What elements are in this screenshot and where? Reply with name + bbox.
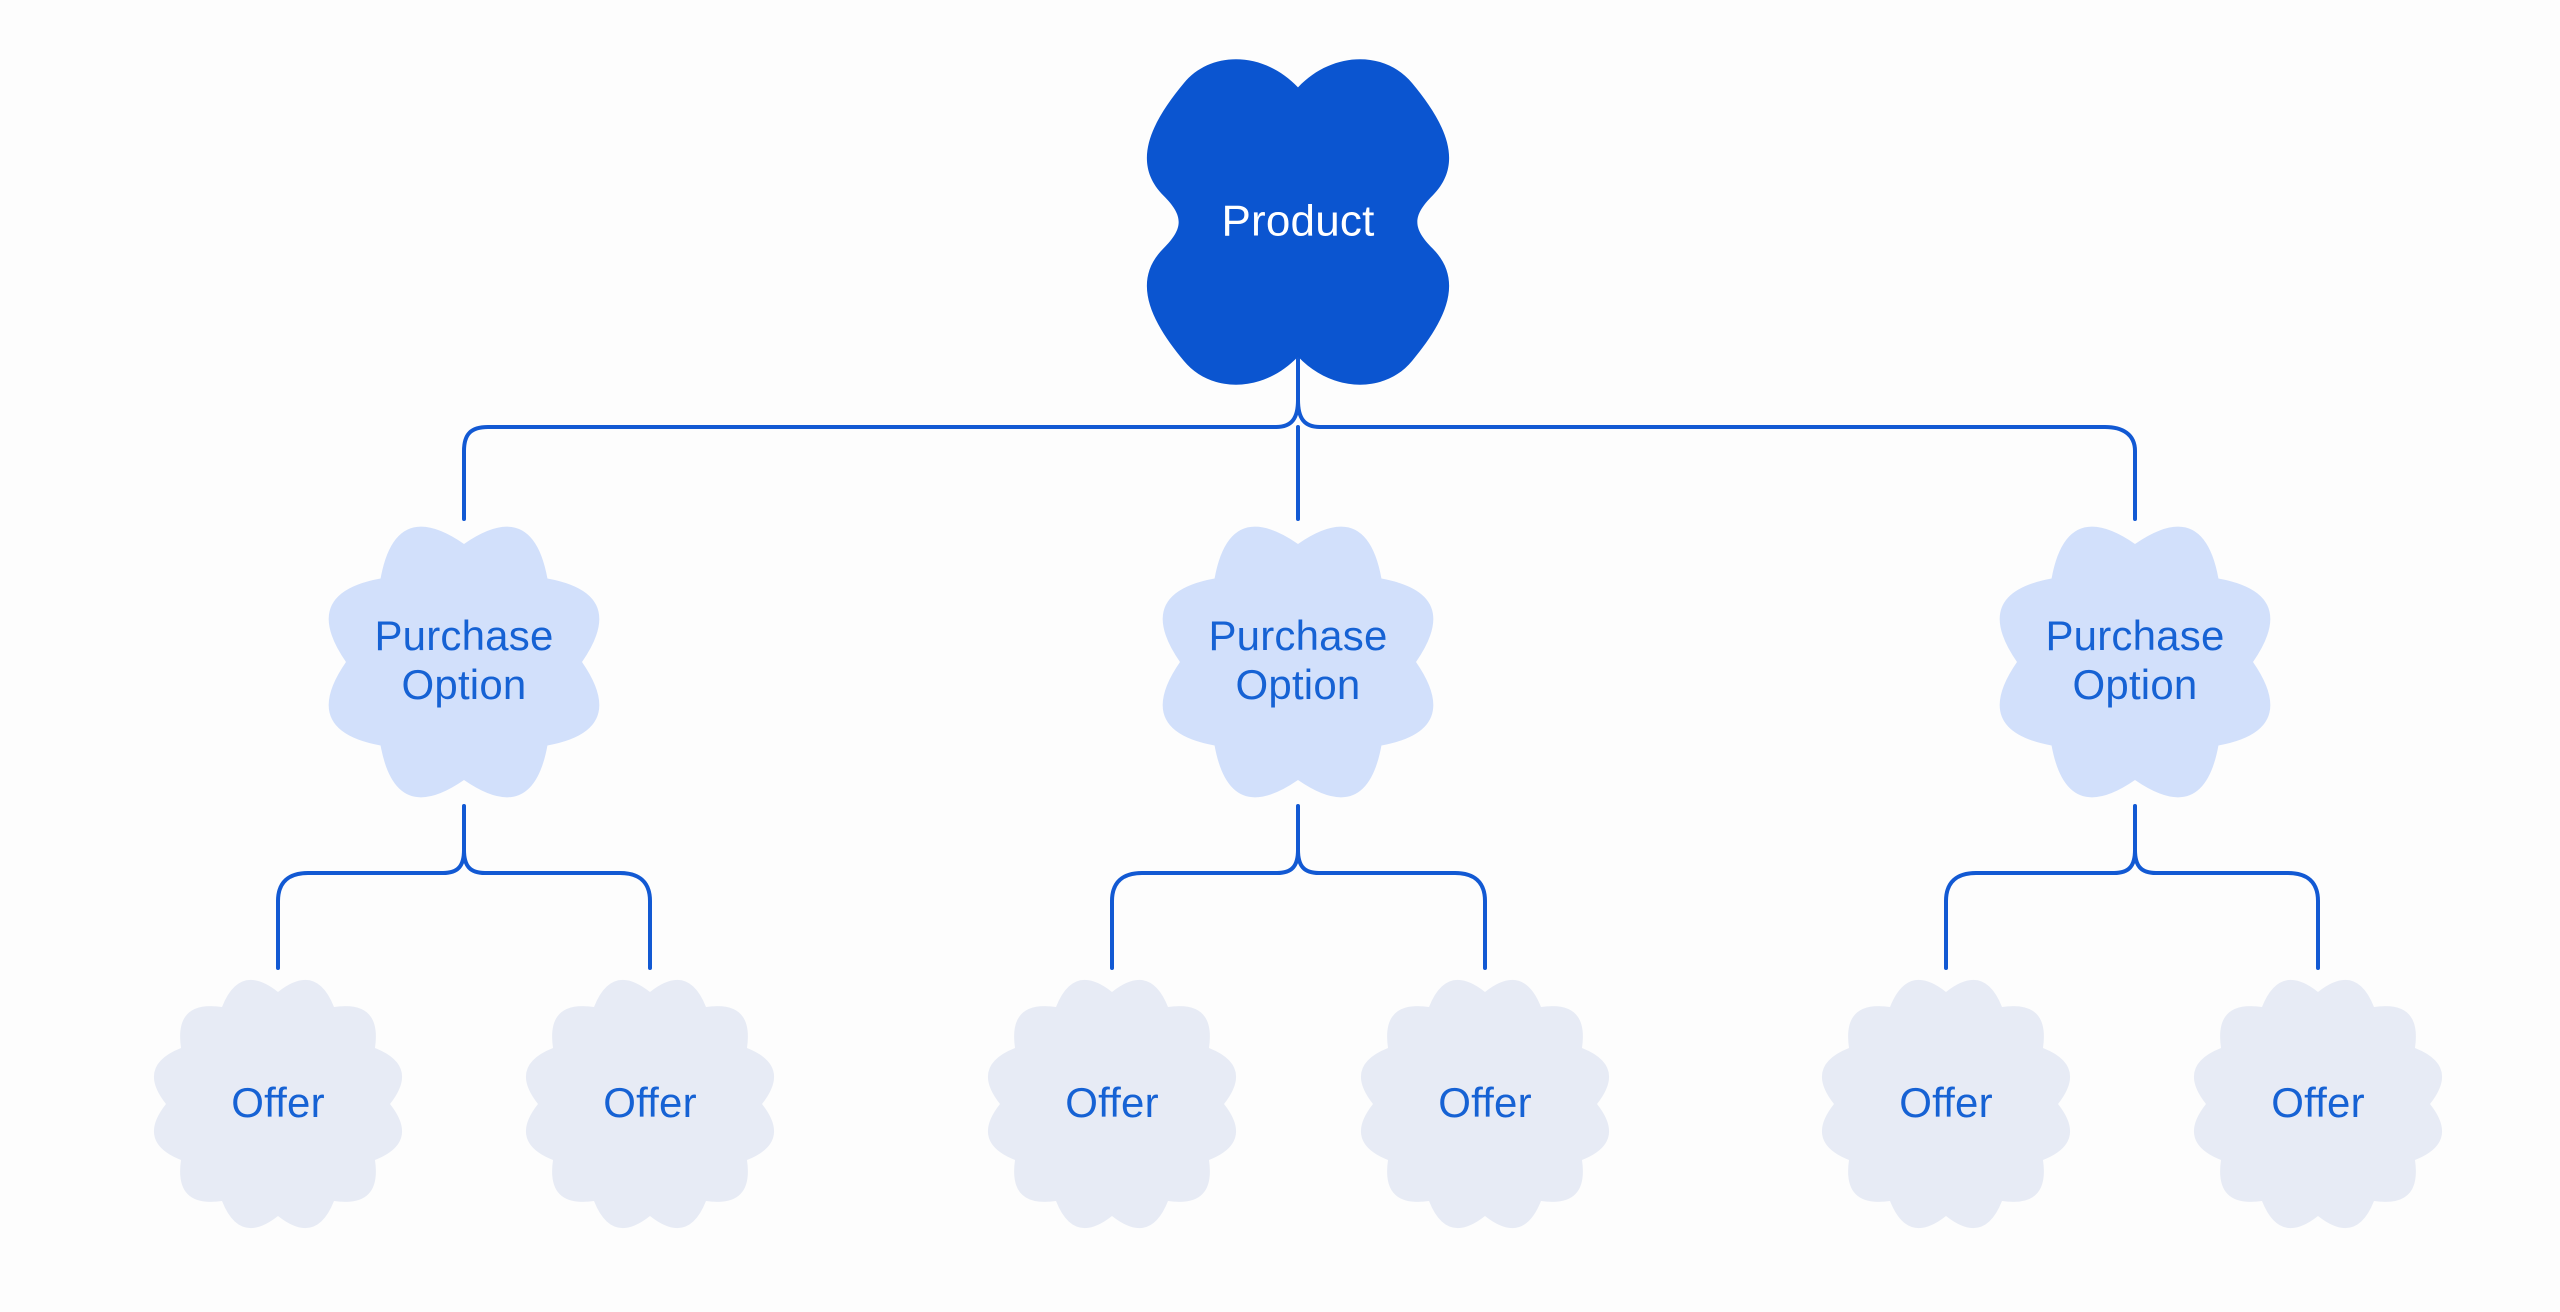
offer-node-shape[interactable] <box>1821 979 2071 1229</box>
connector-po3-bar-right <box>2154 871 2320 970</box>
offer-node[interactable]: Offer <box>525 979 775 1229</box>
purchase-option-node-group: PurchaseOptionPurchaseOptionPurchaseOpti… <box>328 526 2271 798</box>
connector-po1-stem-right <box>462 848 487 875</box>
offer-node[interactable]: Offer <box>1360 979 1610 1229</box>
offer-node[interactable]: Offer <box>153 979 403 1229</box>
connector-layer <box>276 354 2320 970</box>
connector-po1-stem <box>441 804 466 875</box>
offer-node-label: Offer <box>1065 1079 1159 1126</box>
offer-node-label: Offer <box>1438 1079 1532 1126</box>
offer-node-label: Offer <box>603 1079 697 1126</box>
offer-node-shape[interactable] <box>2193 979 2443 1229</box>
connector-po2-bar-left <box>1110 871 1279 970</box>
offer-node[interactable]: Offer <box>2193 979 2443 1229</box>
purchase-option-node-label: Purchase <box>1208 612 1387 659</box>
connector-product-stem-right <box>1296 398 1322 429</box>
connector-po2-stem-right <box>1296 848 1321 875</box>
offer-node-shape[interactable] <box>525 979 775 1229</box>
product-node-label: Product <box>1221 197 1374 246</box>
purchase-option-node-label-line2: Option <box>2073 661 2198 708</box>
connector-po3-stem-right <box>2133 848 2158 875</box>
offer-node-shape[interactable] <box>987 979 1237 1229</box>
connector-po1-bar-right <box>483 871 652 970</box>
purchase-option-node-label-line2: Option <box>1236 661 1361 708</box>
offer-node[interactable]: Offer <box>1821 979 2071 1229</box>
connector-po2-bar-right <box>1317 871 1487 970</box>
offer-node-label: Offer <box>2271 1079 2365 1126</box>
offer-node-group: Offer Offer Offer Offer Offer Offer <box>153 979 2443 1229</box>
connector-po3-stem <box>2112 804 2137 875</box>
offer-node[interactable]: Offer <box>987 979 1237 1229</box>
connector-po1-bar-left <box>276 871 445 970</box>
purchase-option-node-shape[interactable] <box>1162 526 1434 798</box>
connector-po2-stem <box>1275 804 1300 875</box>
product-node[interactable]: Product <box>1146 59 1450 385</box>
purchase-option-node-shape[interactable] <box>328 526 600 798</box>
offer-node-label: Offer <box>1899 1079 1993 1126</box>
connector-po3-bar-left <box>1944 871 2116 970</box>
purchase-option-node-label: Purchase <box>2045 612 2224 659</box>
connector-level1-bar-left <box>462 425 1278 521</box>
purchase-option-node-label-line2: Option <box>402 661 527 708</box>
offer-node-shape[interactable] <box>1360 979 1610 1229</box>
purchase-option-node-label: Purchase <box>374 612 553 659</box>
offer-node-label: Offer <box>231 1079 325 1126</box>
purchase-option-node-shape[interactable] <box>1999 526 2271 798</box>
offer-node-shape[interactable] <box>153 979 403 1229</box>
connector-level1-bar-right <box>1318 425 2137 521</box>
